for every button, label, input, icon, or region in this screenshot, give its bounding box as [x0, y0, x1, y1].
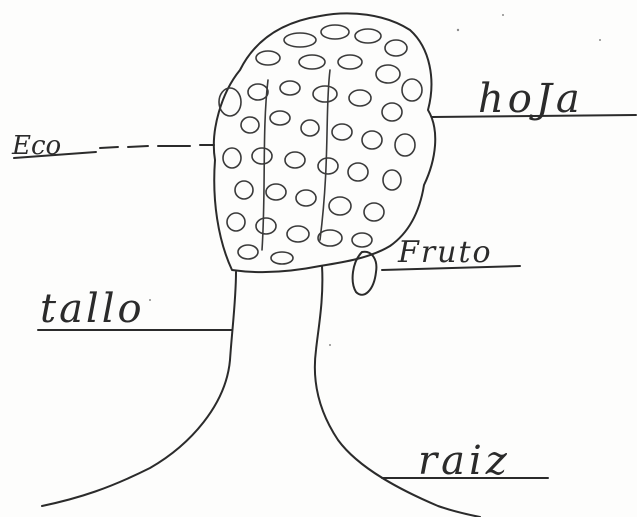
label-hoja: hoJa [478, 76, 584, 122]
scan-specks [149, 14, 601, 346]
tree-crown [214, 13, 435, 272]
label-fruto: Fruto [397, 235, 493, 270]
fruit-shape [353, 252, 377, 295]
label-eco: Eco [11, 131, 61, 161]
label-raiz: raiz [418, 438, 511, 484]
label-tallo: tallo [40, 286, 145, 332]
leader-line-eco [100, 145, 214, 148]
